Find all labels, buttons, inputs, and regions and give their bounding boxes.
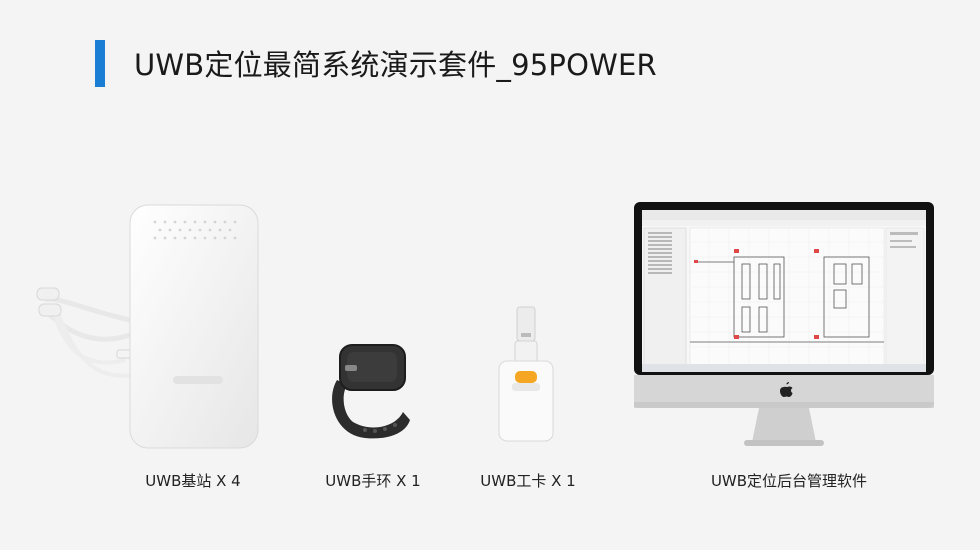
base-station-image xyxy=(36,204,259,449)
product-label-software: UWB定位后台管理软件 xyxy=(710,472,868,490)
page-title: UWB定位最简系统演示套件_95POWER xyxy=(134,48,657,82)
imac-monitor-image xyxy=(634,202,934,446)
title-accent-bar xyxy=(95,40,105,87)
wristband-image xyxy=(332,344,410,439)
product-label-base-station: UWB基站 X 4 xyxy=(145,472,241,490)
work-card-image xyxy=(498,306,554,442)
product-label-work-card: UWB工卡 X 1 xyxy=(480,472,576,490)
product-label-wristband: UWB手环 X 1 xyxy=(325,472,421,490)
